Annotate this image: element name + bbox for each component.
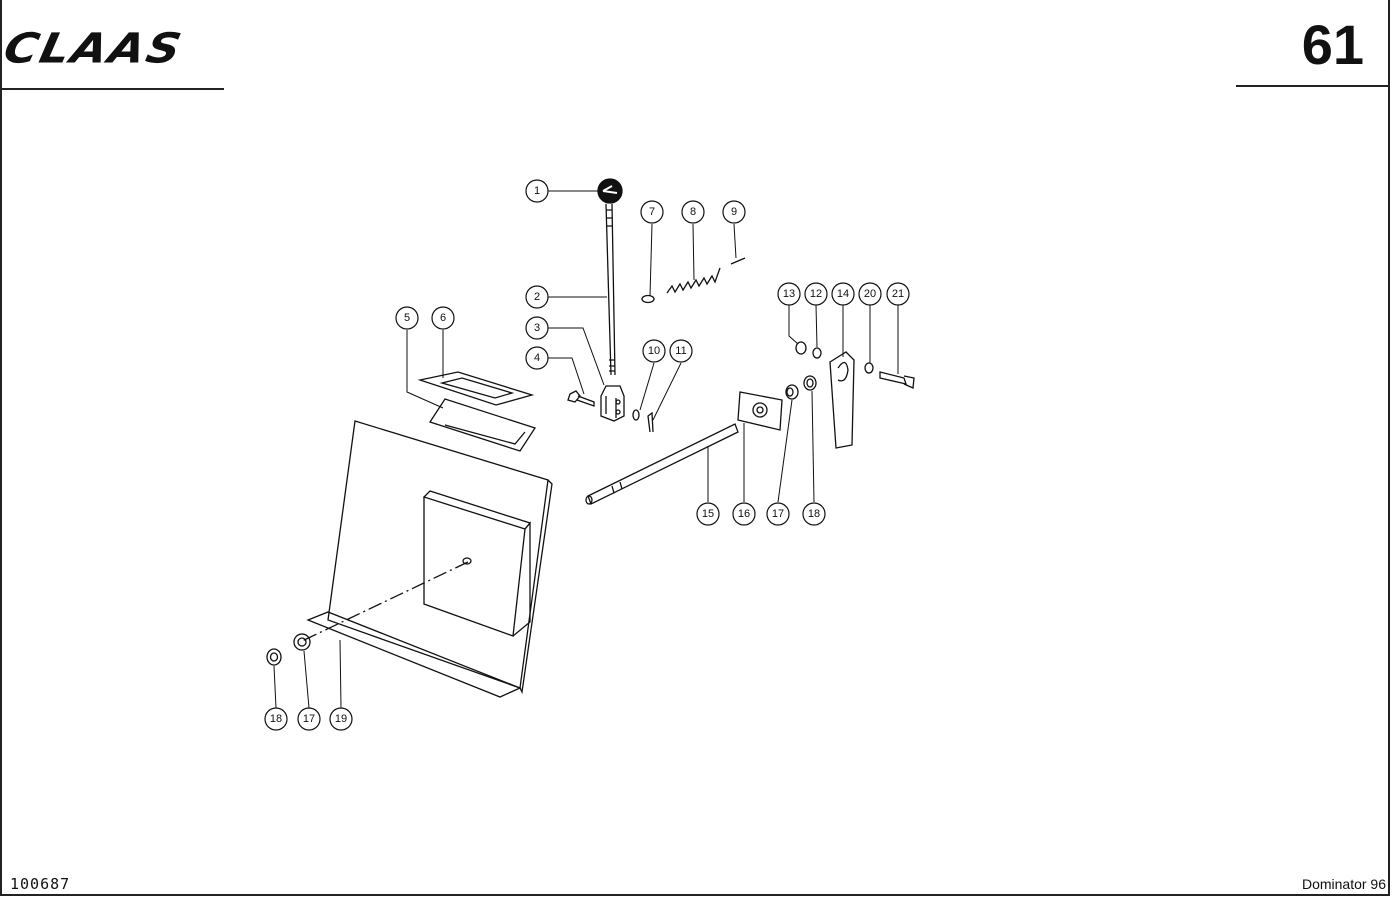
bearing-flange (737, 391, 783, 431)
washer-part-7 (641, 294, 655, 304)
document-number: 100687 (10, 875, 71, 893)
callout-18-lower: 18 (270, 713, 282, 725)
callout-6: 6 (440, 312, 446, 324)
callout-4: 4 (534, 352, 540, 364)
callout-17: 17 (772, 508, 784, 520)
callout-2: 2 (534, 291, 540, 303)
clevis-part (600, 385, 625, 422)
washer-part-18 (803, 375, 817, 391)
page-number: 61 (1301, 13, 1364, 76)
bolt-part (567, 390, 595, 407)
lever-part (829, 351, 855, 449)
callout-12: 12 (810, 288, 822, 300)
pin-part-9 (730, 257, 746, 265)
callout-1: 1 (534, 185, 540, 197)
page-number-underline (1236, 85, 1390, 87)
callout-18: 18 (808, 508, 820, 520)
callout-7: 7 (649, 206, 655, 218)
callout-11: 11 (675, 345, 686, 357)
washer-part-10 (632, 409, 640, 421)
bush-part (785, 384, 799, 400)
mounting-panel (327, 420, 549, 689)
callout-3: 3 (534, 322, 540, 334)
bolt-part-21 (879, 371, 915, 389)
callout-21: 21 (892, 288, 904, 300)
callout-8: 8 (690, 206, 696, 218)
callout-5: 5 (404, 312, 410, 324)
callout-13: 13 (783, 288, 795, 300)
spring-part (666, 267, 721, 294)
bush-part-17-lower (293, 633, 311, 651)
washer-part-12 (812, 347, 822, 359)
washer-part-18-lower (266, 648, 282, 666)
split-pin-part (647, 411, 654, 433)
callout-14: 14 (837, 288, 849, 300)
callout-10: 10 (648, 345, 660, 357)
nut-part (795, 341, 807, 355)
rod-part (605, 203, 616, 376)
callout-15: 15 (702, 508, 714, 520)
logo-underline (2, 88, 224, 90)
callout-9: 9 (731, 206, 737, 218)
callout-16: 16 (738, 508, 750, 520)
callout-17-lower: 17 (303, 713, 315, 725)
model-name: Dominator 96 (1301, 876, 1386, 892)
washer-part-20 (864, 362, 874, 374)
callout-19: 19 (335, 713, 347, 725)
callout-20: 20 (864, 288, 876, 300)
cover-plate-6 (417, 371, 535, 406)
shaft-part (587, 423, 739, 505)
